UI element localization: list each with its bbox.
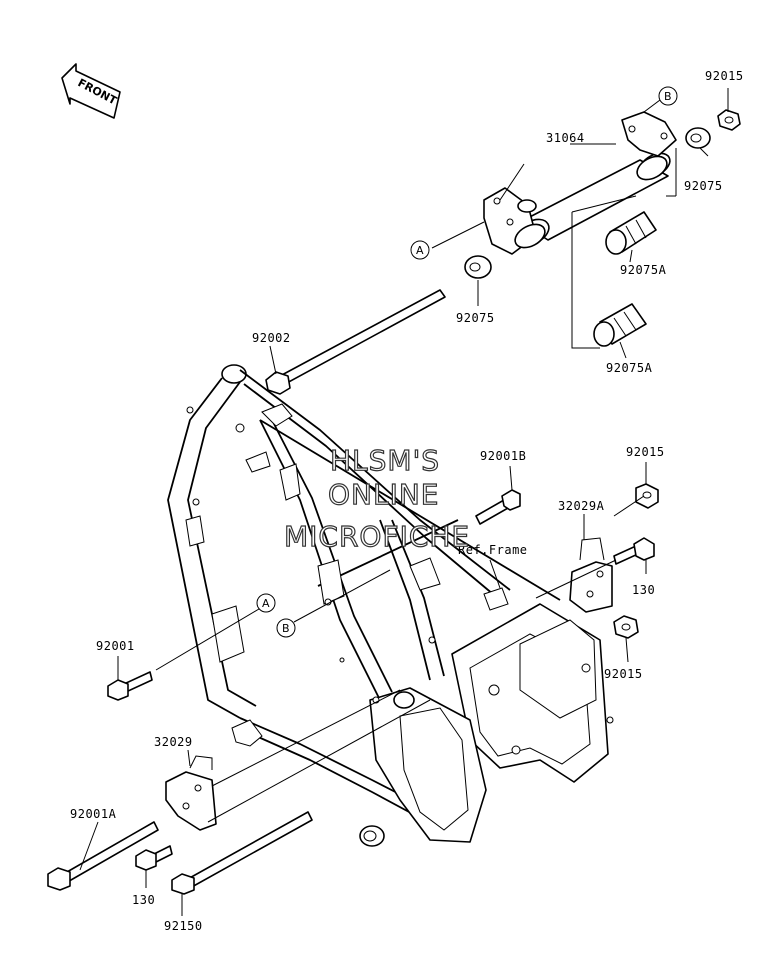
label-31064: 31064	[546, 131, 585, 145]
label-92001: 92001	[96, 639, 135, 653]
bolt-130-left	[135, 845, 173, 871]
label-92001B: 92001B	[480, 449, 526, 463]
nut-92015-top	[717, 109, 741, 131]
label-92150: 92150	[164, 919, 203, 933]
bolt-92001B	[475, 489, 521, 525]
label-32029: 32029	[154, 735, 193, 749]
label-92015-mid: 92015	[626, 445, 665, 459]
label-92075A-upper: 92075A	[620, 263, 667, 277]
label-ref-frame: Ref.Frame	[458, 543, 528, 557]
rubber-92075A-upper	[605, 211, 657, 255]
engine-mount-bracket	[483, 111, 677, 255]
callout-a-top: A	[410, 240, 430, 260]
bracket-32029A	[569, 537, 613, 613]
callout-b-top: B	[658, 86, 678, 106]
label-92002: 92002	[252, 331, 291, 345]
bolt-130-right	[613, 537, 655, 565]
watermark: HLSM'S ONLINE MICROFICHE	[283, 443, 470, 553]
motorcycle-frame	[167, 364, 614, 847]
label-92001A: 92001A	[70, 807, 117, 821]
watermark-line1: HLSM'S	[330, 444, 440, 477]
bolt-92002	[265, 289, 446, 395]
label-92015-low: 92015	[604, 667, 643, 681]
watermark-line3: MICROFICHE	[284, 520, 470, 553]
callout-b-frame-label: B	[282, 622, 290, 635]
bolt-92001A	[47, 821, 159, 891]
label-130-right: 130	[632, 583, 655, 597]
callout-a-frame-label: A	[262, 597, 270, 610]
washer-92075-right	[685, 127, 711, 149]
label-92075-left: 92075	[456, 311, 495, 325]
washer-92075-left	[464, 255, 492, 279]
label-92075A-lower: 92075A	[606, 361, 653, 375]
front-arrow-icon: FRONT	[61, 63, 121, 119]
bolt-92150	[171, 811, 313, 895]
callout-b-frame: B	[276, 618, 296, 638]
nut-92015-mid	[635, 483, 659, 509]
watermark-line2: ONLINE	[328, 478, 439, 511]
label-92075-right: 92075	[684, 179, 723, 193]
label-32029A: 32029A	[558, 499, 605, 513]
bolt-92001	[107, 671, 153, 701]
bracket-32029	[165, 755, 217, 831]
label-130-left: 130	[132, 893, 155, 907]
label-92015-top: 92015	[705, 69, 744, 83]
callout-a-top-label: A	[416, 244, 424, 257]
callout-a-frame: A	[256, 593, 276, 613]
nut-92015-low	[613, 615, 639, 639]
callout-b-top-label: B	[664, 90, 672, 103]
rubber-92075A-lower	[593, 303, 647, 347]
